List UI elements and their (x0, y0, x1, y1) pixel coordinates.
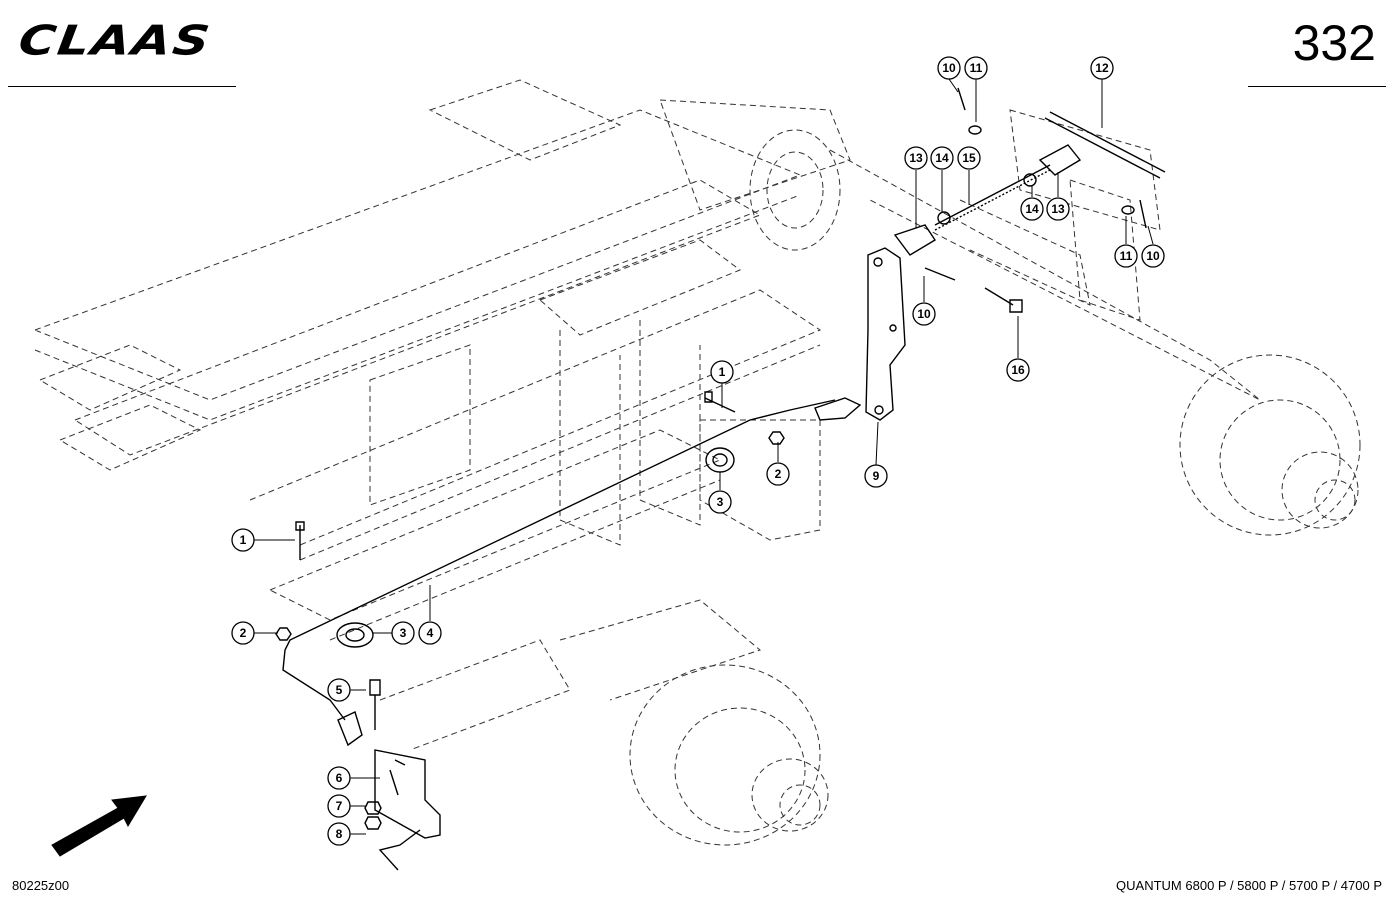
callout-14-left: 14 (930, 146, 954, 170)
callout-16-label: 16 (1011, 363, 1025, 377)
pulley-lower (336, 622, 374, 648)
crank-handle (378, 829, 421, 871)
callout-10-middle: 10 (912, 302, 936, 326)
bolt-16 (984, 287, 1023, 313)
clevis-left (893, 224, 936, 256)
callout-10-middle-label: 10 (917, 307, 931, 321)
callout-15: 15 (957, 146, 981, 170)
callout-11-right: 11 (1114, 244, 1138, 268)
callout-4-label: 4 (427, 626, 434, 640)
pulley-upper (705, 447, 735, 473)
callout-1-upper-label: 1 (719, 365, 726, 379)
callout-1-lower: 1 (231, 528, 255, 552)
page-number: 332 (1292, 15, 1376, 71)
callout-10-top-label: 10 (942, 61, 956, 75)
callout-11-top: 11 (964, 56, 988, 80)
callout-5: 5 (327, 678, 351, 702)
drawing-reference: 80225z00 (12, 878, 70, 893)
nut-lower (275, 627, 292, 641)
callout-13-right: 13 (1046, 197, 1070, 221)
callout-2-upper: 2 (766, 462, 790, 486)
lever-plate (865, 247, 906, 421)
callout-7-label: 7 (336, 799, 343, 813)
header-rule-left (8, 86, 236, 87)
callout-3-upper-label: 3 (717, 495, 724, 509)
bolt-upper (704, 391, 736, 413)
callout-5-label: 5 (336, 683, 343, 697)
callout-8-label: 8 (336, 827, 343, 841)
callout-9-label: 9 (873, 469, 880, 483)
callout-13-right-label: 13 (1051, 202, 1065, 216)
callout-10-right-label: 10 (1146, 249, 1160, 263)
callout-14-right-label: 14 (1025, 202, 1039, 216)
washer-7 (364, 801, 382, 815)
callout-14-right: 14 (1020, 197, 1044, 221)
callout-1-upper: 1 (710, 360, 734, 384)
model-list: QUANTUM 6800 P / 5800 P / 5700 P / 4700 … (1116, 878, 1382, 893)
callout-3-lower: 3 (391, 621, 415, 645)
callout-1-lower-label: 1 (240, 533, 247, 547)
cable-end-lower (337, 711, 363, 747)
callout-13-left-label: 13 (909, 151, 923, 165)
bolt-lower (295, 521, 305, 560)
nut-8 (364, 816, 382, 830)
callout-12-label: 12 (1095, 61, 1109, 75)
callout-11-right-label: 11 (1120, 249, 1133, 263)
callout-2-lower: 2 (231, 621, 255, 645)
bolt-5 (369, 679, 381, 730)
leader-lines (254, 78, 1154, 835)
ratchet-housing (374, 749, 441, 839)
callout-11-top-label: 11 (970, 61, 983, 75)
callout-3-upper: 3 (708, 490, 732, 514)
callout-8: 8 (327, 822, 351, 846)
clevis-right (1038, 144, 1082, 176)
chassis-outline (33, 79, 1361, 846)
direction-arrow-icon (51, 795, 147, 857)
callout-2-upper-label: 2 (775, 467, 782, 481)
callout-6-label: 6 (336, 771, 343, 785)
callout-15-label: 15 (962, 151, 976, 165)
callout-3-lower-label: 3 (400, 626, 407, 640)
header-rule-right (1248, 86, 1386, 87)
threaded-rod (934, 169, 1051, 231)
callout-4: 4 (418, 621, 442, 645)
callout-14-left-label: 14 (935, 151, 949, 165)
callout-16: 16 (1006, 358, 1030, 382)
shaft (1044, 117, 1161, 179)
callout-2-lower-label: 2 (240, 626, 247, 640)
callout-10-right: 10 (1141, 244, 1165, 268)
callout-9: 9 (864, 464, 888, 488)
callout-10-top: 10 (937, 56, 961, 80)
callout-12: 12 (1090, 56, 1114, 80)
callout-13-left: 13 (904, 146, 928, 170)
nut-upper (768, 431, 785, 445)
brake-cable (284, 399, 836, 651)
callout-7: 7 (327, 794, 351, 818)
callout-6: 6 (327, 766, 351, 790)
brake-linkage (275, 87, 1166, 871)
